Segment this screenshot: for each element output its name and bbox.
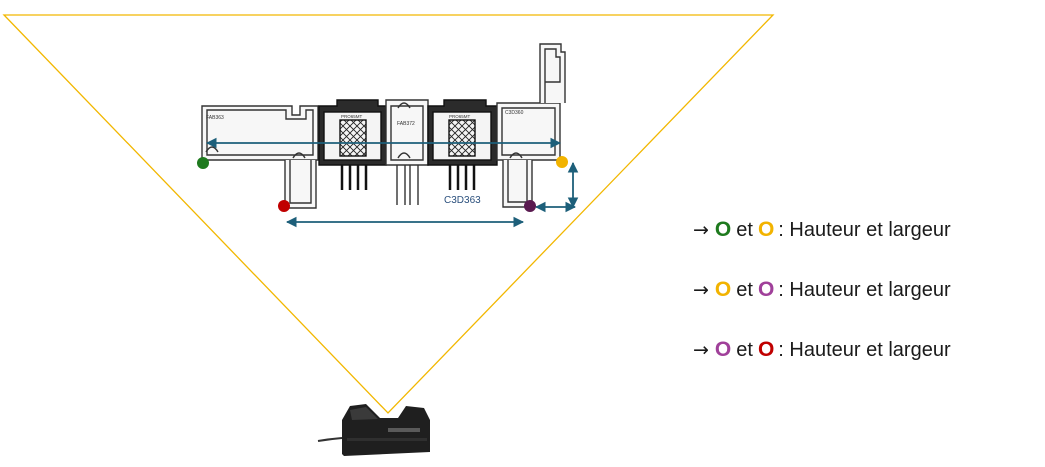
legend-text: : Hauteur et largeur: [778, 219, 951, 241]
label-fab363: FAB363: [206, 115, 224, 121]
right-arrow-icon: →: [693, 339, 709, 361]
right-arrow-icon: →: [693, 219, 709, 241]
legend-marker-purple: O: [757, 278, 775, 301]
legend-marker-green: O: [714, 218, 732, 241]
sensor-field-of-view: [2, 14, 775, 414]
right-arrow-icon: →: [693, 279, 709, 301]
legend-marker-purple: O: [714, 338, 732, 361]
measure-point-purple: [524, 200, 536, 212]
legend-text: : Hauteur et largeur: [778, 339, 951, 361]
label-pro65mt-left: PRO65MT: [341, 114, 363, 119]
measure-point-green: [197, 157, 209, 169]
label-c3d360: C3D360: [505, 110, 524, 116]
dimension-lines: [205, 137, 579, 228]
laser-sensor-device: [317, 404, 430, 456]
window-profile-section: [201, 43, 566, 209]
legend-marker-yellow: O: [714, 278, 732, 301]
label-pro65mt-right: PRO65MT: [449, 114, 471, 119]
legend-marker-yellow: O: [757, 218, 775, 241]
measure-point-red: [278, 200, 290, 212]
legend-marker-red: O: [757, 338, 775, 361]
legend-joiner: et: [736, 339, 753, 361]
legend-text: : Hauteur et largeur: [778, 279, 951, 301]
legend-joiner: et: [736, 279, 753, 301]
label-c3d363: C3D363: [444, 195, 481, 206]
label-fab372: FAB372: [397, 121, 415, 127]
legend-joiner: et: [736, 219, 753, 241]
measure-point-yellow: [556, 156, 568, 168]
